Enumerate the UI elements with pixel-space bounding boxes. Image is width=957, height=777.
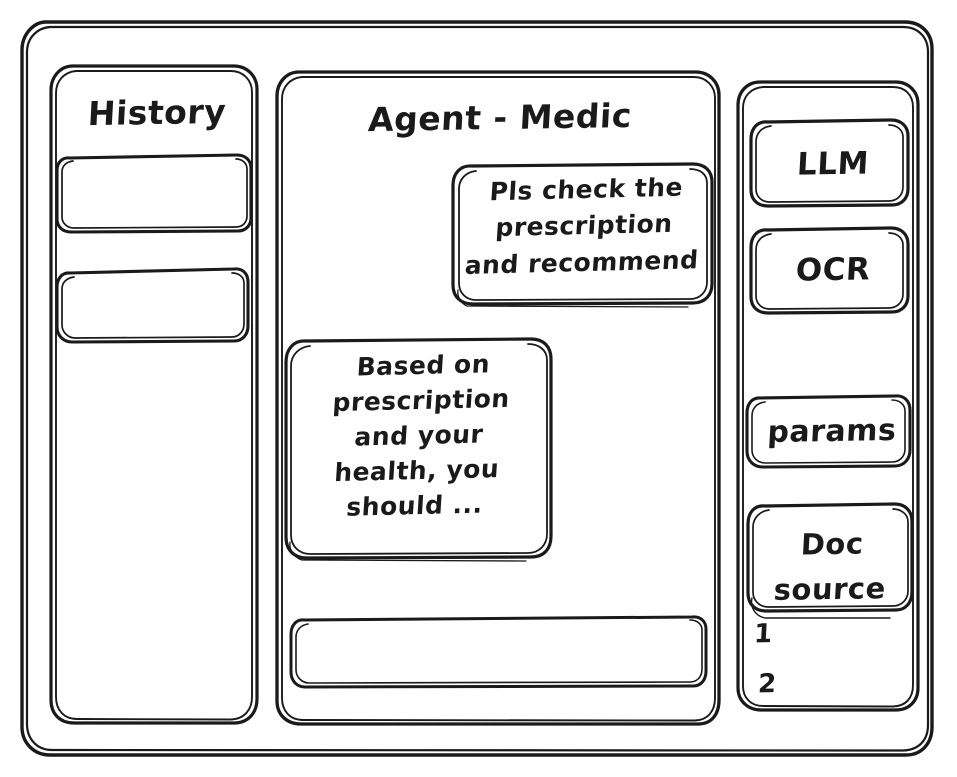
agent-message-bubble[interactable] bbox=[286, 339, 551, 561]
history-item-1[interactable] bbox=[57, 155, 251, 233]
doc-source-list-item-2[interactable] bbox=[750, 663, 810, 705]
doc-source-list-item-1[interactable] bbox=[750, 615, 810, 657]
user-message-bubble[interactable] bbox=[453, 164, 712, 307]
tool-ocr-button[interactable] bbox=[751, 228, 908, 314]
tool-llm-button[interactable] bbox=[751, 120, 908, 207]
tool-params-button[interactable] bbox=[747, 395, 910, 468]
message-input[interactable] bbox=[291, 616, 706, 688]
tool-doc-source-button[interactable] bbox=[748, 504, 912, 612]
history-item-2[interactable] bbox=[57, 268, 248, 343]
